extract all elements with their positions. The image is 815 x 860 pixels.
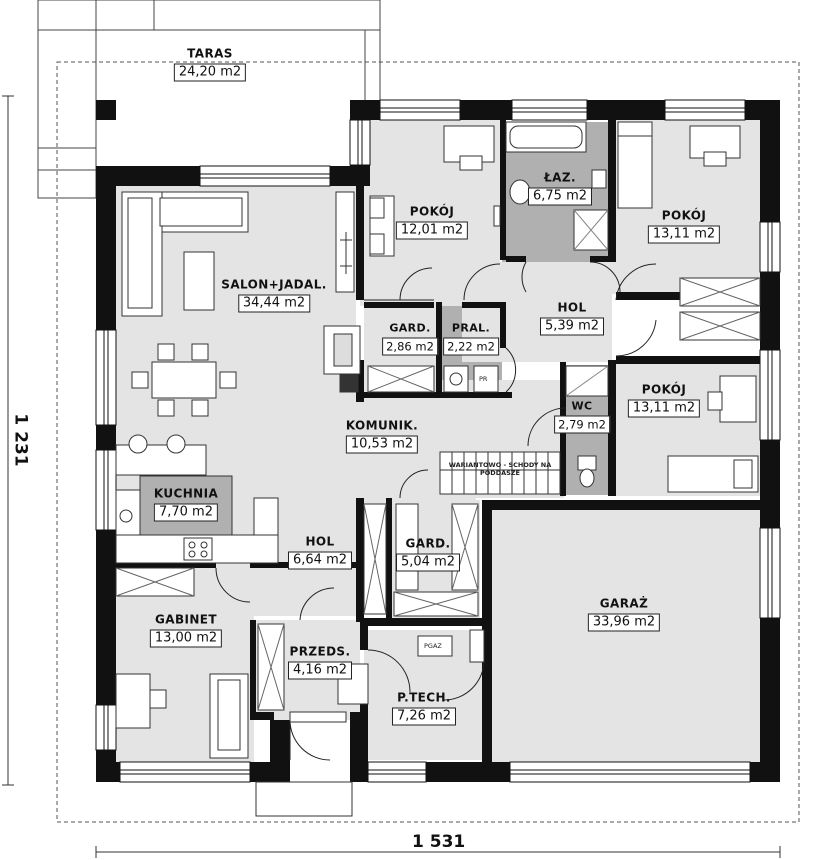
wc-fixtures bbox=[565, 365, 609, 488]
boiler bbox=[417, 635, 453, 657]
dimension-height: 1 231 bbox=[10, 413, 31, 467]
terrace-pillar bbox=[96, 100, 116, 120]
laundry-label: PR bbox=[479, 375, 488, 383]
bedroom-1-furniture bbox=[369, 125, 501, 257]
plot-outline bbox=[56, 61, 800, 823]
bedroom-2-furniture bbox=[617, 121, 761, 341]
entrance-door-frame bbox=[289, 711, 347, 723]
kitchen bbox=[115, 434, 279, 564]
dimension-lines bbox=[2, 95, 781, 858]
sofa bbox=[121, 191, 249, 317]
study-furniture bbox=[115, 673, 249, 759]
entrance-step bbox=[255, 781, 353, 817]
laundry-fixtures bbox=[367, 365, 499, 393]
entrance-shoe-cabinet bbox=[337, 663, 369, 705]
windows bbox=[95, 99, 781, 783]
garage-column bbox=[469, 629, 485, 663]
tv-icon bbox=[340, 232, 352, 274]
stairs bbox=[439, 451, 561, 495]
boiler-label: PGAZ bbox=[424, 642, 442, 650]
dimension-width: 1 531 bbox=[412, 832, 466, 852]
doors bbox=[215, 261, 657, 761]
coffee-table bbox=[183, 251, 215, 311]
dining-table bbox=[131, 343, 237, 417]
fireplace bbox=[323, 325, 361, 393]
stairs-note: WARIANTOWO - SCHODY NA PODDASZE bbox=[448, 461, 552, 477]
bathroom-fixtures bbox=[505, 121, 609, 251]
tv-stand bbox=[335, 191, 355, 293]
bedroom-3-furniture bbox=[667, 375, 759, 493]
